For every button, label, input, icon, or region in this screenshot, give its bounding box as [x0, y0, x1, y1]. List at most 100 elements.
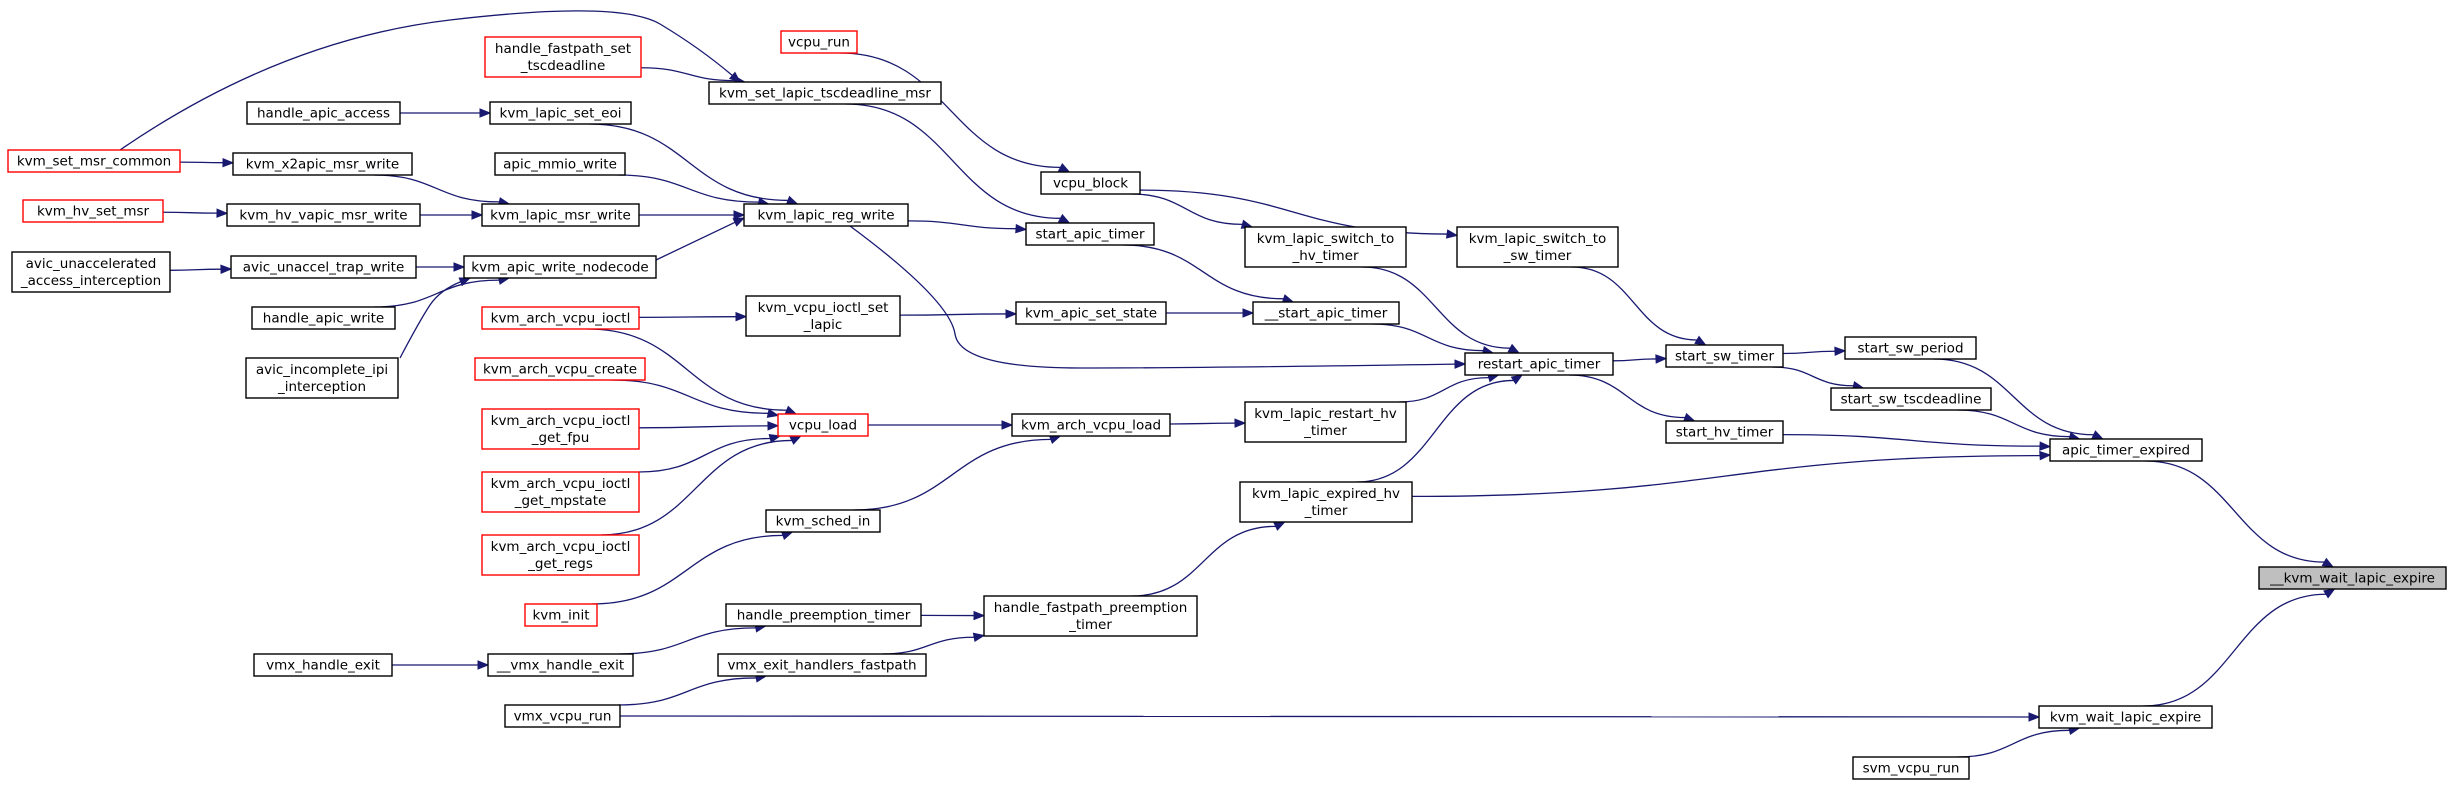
- node-start-sw-period[interactable]: start_sw_period: [1844, 336, 1977, 360]
- edge-kvm_lapic_switch_to_sw_timer-to-start_sw_timer-arrowhead: [1694, 335, 1707, 346]
- node-kvm-x2apic-msr-write[interactable]: kvm_x2apic_msr_write: [232, 152, 413, 176]
- node-box: [474, 357, 646, 381]
- node-vcpu-run[interactable]: vcpu_run: [780, 30, 858, 54]
- node-kvm-lapic-switch-to-sw-timer[interactable]: kvm_lapic_switch_to_sw_timer: [1456, 226, 1619, 268]
- node-label: kvm_lapic_msr_write: [490, 208, 631, 224]
- edge-kvm_lapic_reg_write-to-start_apic_timer: [907, 220, 1017, 230]
- node-label: handle_apic_write: [263, 311, 384, 327]
- node-avic-incomplete-ipi[interactable]: avic_incomplete_ipi_interception: [245, 357, 399, 399]
- node-vmx-vcpu-run[interactable]: vmx_vcpu_run: [504, 704, 621, 728]
- node-apic-timer-expired[interactable]: apic_timer_expired: [2049, 438, 2203, 462]
- node-box: [487, 653, 634, 677]
- node-box: [1464, 352, 1614, 376]
- node-kvm-lapic-switch-to-hv-timer[interactable]: kvm_lapic_switch_to_hv_timer: [1244, 226, 1407, 268]
- edge-restart_apic_timer-to-start_sw_timer: [1612, 358, 1657, 362]
- node-label: _timer: [1068, 617, 1112, 633]
- node-avic-unaccel-trap-write[interactable]: avic_unaccel_trap_write: [230, 255, 417, 279]
- node-kvm-wait-lapic-expire-inner[interactable]: __kvm_wait_lapic_expire: [2258, 566, 2447, 590]
- edge-kvm_arch_vcpu_ioctl-to-vcpu_load-arrowhead: [784, 405, 798, 415]
- node-label: _tscdeadline: [520, 58, 606, 74]
- node-label: kvm_hv_vapic_msr_write: [239, 208, 407, 224]
- node-handle-apic-write[interactable]: handle_apic_write: [251, 306, 396, 330]
- node-kvm-apic-write-nodecode[interactable]: kvm_apic_write_nodecode: [463, 255, 657, 279]
- node-start-sw-tscdeadline[interactable]: start_sw_tscdeadline: [1830, 387, 1992, 411]
- edge-vmx_vcpu_run-to-vmx_exit_handlers_fastpath: [618, 677, 757, 706]
- node-start-hv-timer[interactable]: start_hv_timer: [1665, 420, 1784, 444]
- node-kvm-vcpu-ioctl-set-lapic[interactable]: kvm_vcpu_ioctl_set_lapic: [745, 295, 901, 337]
- edge-vmx_vcpu_run-to-kvm_wait_lapic_expire: [619, 715, 2030, 718]
- node-kvm-set-lapic-tscdeadline-msr[interactable]: kvm_set_lapic_tscdeadline_msr: [708, 81, 942, 105]
- node-avic-unaccel-access[interactable]: avic_unaccelerated_access_interception: [11, 251, 171, 293]
- node-start-sw-timer[interactable]: start_sw_timer: [1665, 344, 1784, 368]
- node-box: [780, 30, 858, 54]
- edge-kvm_lapic_expired_hv_timer-to-apic_timer_expired-arrowhead: [2039, 450, 2052, 461]
- edge-kvm_lapic_switch_to_sw_timer-to-start_sw_timer: [1571, 266, 1697, 341]
- node-kvm-arch-vcpu-ioctl[interactable]: kvm_arch_vcpu_ioctl: [481, 306, 640, 330]
- node-start-apic-timer-inner[interactable]: __start_apic_timer: [1252, 301, 1400, 325]
- node-label: kvm_vcpu_ioctl_set: [758, 300, 889, 316]
- node-label: vmx_vcpu_run: [514, 709, 612, 725]
- node-apic-mmio-write[interactable]: apic_mmio_write: [494, 152, 626, 176]
- node-box: [1011, 413, 1171, 437]
- node-handle-fastpath-set-tscdeadline[interactable]: handle_fastpath_set_tscdeadline: [484, 36, 642, 78]
- node-box: [7, 149, 181, 173]
- node-kvm-wait-lapic-expire[interactable]: kvm_wait_lapic_expire: [2038, 705, 2213, 729]
- node-kvm-hv-vapic-msr-write[interactable]: kvm_hv_vapic_msr_write: [226, 203, 421, 227]
- node-handle-preemption-timer[interactable]: handle_preemption_timer: [725, 603, 922, 627]
- edge-handle_fastpath_set_tscdeadline-to-kvm_set_lapic_tscdeadline_msr: [640, 67, 736, 82]
- node-restart-apic-timer[interactable]: restart_apic_timer: [1464, 352, 1614, 376]
- node-kvm-sched-in[interactable]: kvm_sched_in: [765, 509, 881, 533]
- edge-kvm_set_lapic_tscdeadline_msr-to-start_apic_timer-arrowhead: [1057, 213, 1071, 224]
- node-vcpu-block[interactable]: vcpu_block: [1040, 171, 1141, 195]
- node-start-apic-timer[interactable]: start_apic_timer: [1025, 222, 1155, 246]
- node-label: vmx_handle_exit: [266, 658, 380, 674]
- edge-kvm_arch_vcpu_ioctl-to-kvm_vcpu_ioctl_set_lapic-arrowhead: [735, 311, 748, 322]
- node-kvm-hv-set-msr[interactable]: kvm_hv_set_msr: [22, 199, 164, 223]
- node-box: [481, 408, 640, 450]
- node-kvm-lapic-expired-hv-timer[interactable]: kvm_lapic_expired_hv_timer: [1239, 481, 1413, 523]
- node-svm-vcpu-run[interactable]: svm_vcpu_run: [1852, 756, 1970, 780]
- node-label: handle_fastpath_preemption: [994, 600, 1188, 616]
- node-label: kvm_init: [532, 608, 589, 624]
- node-box: [484, 36, 642, 78]
- node-box: [1852, 756, 1970, 780]
- node-label: kvm_lapic_switch_to: [1469, 231, 1607, 247]
- edge-start_sw_period-to-apic_timer_expired-arrowhead: [2091, 430, 2104, 440]
- node-kvm-set-msr-common[interactable]: kvm_set_msr_common: [7, 149, 181, 173]
- node-vmx-handle-exit[interactable]: vmx_handle_exit: [253, 653, 393, 677]
- edge-kvm_apic_write_nodecode-to-kvm_lapic_reg_write-arrowhead: [732, 217, 746, 227]
- edge-start_hv_timer-to-apic_timer_expired: [1782, 433, 2041, 447]
- node-box: [1244, 401, 1407, 443]
- edge-kvm_arch_vcpu_ioctl-to-vcpu_load: [587, 328, 787, 411]
- edge-kvm_lapic_reg_write-to-start_apic_timer-arrowhead: [1015, 223, 1028, 234]
- node-box: [743, 203, 909, 227]
- node-kvm-init[interactable]: kvm_init: [524, 603, 598, 627]
- node-handle-apic-access[interactable]: handle_apic_access: [246, 101, 401, 125]
- node-vmx-handle-exit-inner[interactable]: __vmx_handle_exit: [487, 653, 634, 677]
- node-label: start_hv_timer: [1676, 425, 1774, 441]
- node-box: [463, 255, 657, 279]
- node-kvm-arch-vcpu-load[interactable]: kvm_arch_vcpu_load: [1011, 413, 1171, 437]
- node-box: [1025, 222, 1155, 246]
- node-kvm-arch-vcpu-create[interactable]: kvm_arch_vcpu_create: [474, 357, 646, 381]
- edge-vcpu_block-to-kvm_lapic_switch_to_sw_timer-arrowhead: [1445, 229, 1459, 239]
- node-kvm-lapic-set-eoi[interactable]: kvm_lapic_set_eoi: [489, 101, 632, 125]
- edge-apic_timer_expired-to-kvm_wait_lapic_expire_inner-arrowhead: [2321, 557, 2335, 568]
- edge-kvm_arch_vcpu_load-to-kvm_lapic_restart_hv_timer-arrowhead: [1234, 418, 1247, 428]
- node-box: [983, 595, 1198, 637]
- node-vmx-exit-handlers-fastpath[interactable]: vmx_exit_handlers_fastpath: [717, 653, 927, 677]
- node-box: [2258, 566, 2447, 590]
- edge-start_sw_timer-to-start_sw_period-arrowhead: [1834, 346, 1847, 357]
- node-label: avic_unaccelerated: [26, 256, 157, 272]
- node-kvm-arch-vcpu-ioctl-get-regs[interactable]: kvm_arch_vcpu_ioctl_get_regs: [481, 534, 640, 576]
- node-handle-fastpath-preemption-timer[interactable]: handle_fastpath_preemption_timer: [983, 595, 1198, 637]
- node-kvm-apic-set-state[interactable]: kvm_apic_set_state: [1015, 301, 1167, 325]
- edge-kvm_apic_set_state-to-start_apic_timer_inner-arrowhead: [1242, 308, 1255, 318]
- node-kvm-arch-vcpu-ioctl-get-fpu[interactable]: kvm_arch_vcpu_ioctl_get_fpu: [481, 408, 640, 450]
- node-kvm-lapic-reg-write[interactable]: kvm_lapic_reg_write: [743, 203, 909, 227]
- node-kvm-lapic-restart-hv-timer[interactable]: kvm_lapic_restart_hv_timer: [1244, 401, 1407, 443]
- node-box: [1665, 420, 1784, 444]
- node-vcpu-load[interactable]: vcpu_load: [777, 413, 869, 437]
- node-kvm-arch-vcpu-ioctl-get-mpstate[interactable]: kvm_arch_vcpu_ioctl_get_mpstate: [481, 471, 640, 513]
- node-kvm-lapic-msr-write[interactable]: kvm_lapic_msr_write: [481, 203, 640, 227]
